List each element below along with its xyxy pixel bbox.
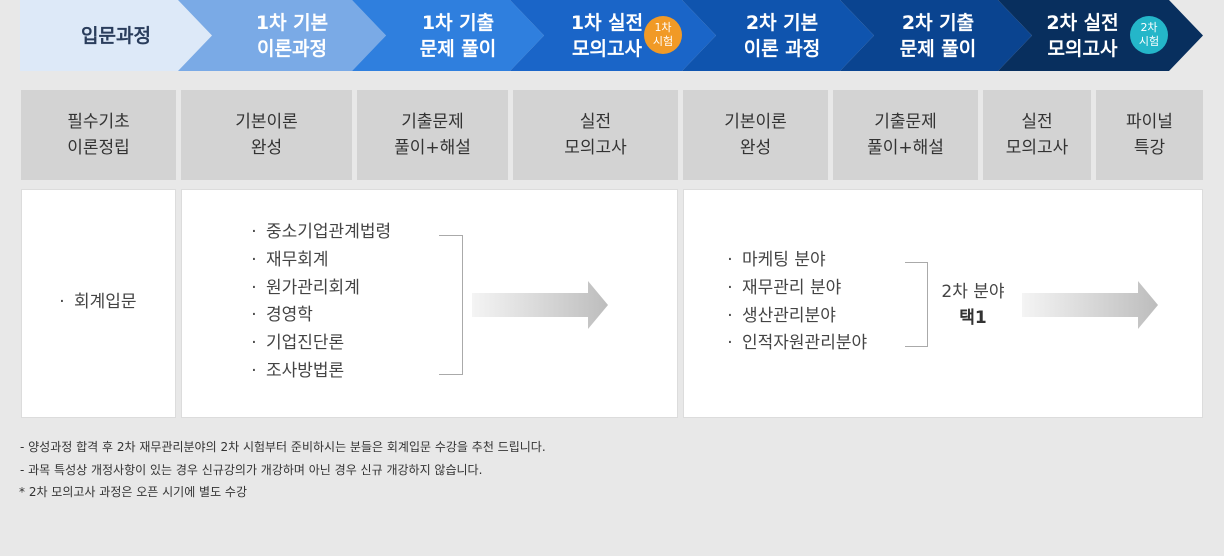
- list-item: 중소기업관계법령: [246, 219, 391, 247]
- list-item: 조사방법론: [246, 358, 391, 386]
- list-item: 마케팅 분야: [722, 247, 867, 275]
- second-field-choice: 2차 분야 택1: [938, 279, 1008, 331]
- list-item: 원가관리회계: [246, 275, 391, 303]
- step-label: 2차 기본 이론 과정: [743, 11, 821, 60]
- step-label: 입문과정: [81, 24, 151, 47]
- list-item: 기업진단론: [246, 330, 391, 358]
- header-1st-mock: 실전 모의고사: [513, 90, 678, 180]
- step-label: 1차 기본 이론과정: [255, 11, 329, 60]
- header-2nd-past-exams: 기출문제 풀이+해설: [833, 90, 978, 180]
- choice-line2: 택1: [959, 308, 987, 328]
- course-step-bar: 입문과정 1차 기본 이론과정 1차 기출 문제 풀이 1차 실전 모의고사 1…: [20, 0, 1203, 71]
- subject-bracket: [905, 262, 928, 347]
- note-line: - 양성과정 합격 후 2차 재무관리분야의 2차 시험부터 준비하시는 분들은…: [20, 440, 546, 454]
- note-line: * 2차 모의고사 과정은 오픈 시기에 별도 수강: [19, 485, 248, 499]
- step-1st-past-exams[interactable]: 1차 기출 문제 풀이: [352, 0, 544, 71]
- list-item: 생산관리분야: [722, 303, 867, 331]
- step-label: 1차 기출 문제 풀이: [419, 11, 497, 60]
- intro-subject-box: 회계입문: [21, 189, 176, 418]
- list-item: 회계입문: [54, 289, 137, 317]
- list-item: 인적자원관리분야: [722, 330, 867, 358]
- step-1st-basic-theory[interactable]: 1차 기본 이론과정: [178, 0, 386, 71]
- second-exam-subject-box: 마케팅 분야 재무관리 분야 생산관리분야 인적자원관리분야 2차 분야 택1: [683, 189, 1203, 418]
- step-2nd-past-exams[interactable]: 2차 기출 문제 풀이: [840, 0, 1032, 71]
- header-1st-theory: 기본이론 완성: [181, 90, 352, 180]
- list-item: 재무회계: [246, 247, 391, 275]
- gradient-arrow-icon: [1022, 281, 1158, 329]
- step-2nd-mock-exam[interactable]: 2차 실전 모의고사 2차 시험: [998, 0, 1203, 71]
- note-line: - 과목 특성상 개정사항이 있는 경우 신규강의가 개강하며 아닌 경우 신규…: [20, 462, 483, 477]
- step-1st-mock-exam[interactable]: 1차 실전 모의고사 1차 시험: [510, 0, 716, 71]
- header-1st-past-exams: 기출문제 풀이+해설: [357, 90, 508, 180]
- stage-headers: 필수기초 이론정립 기본이론 완성 기출문제 풀이+해설 실전 모의고사 기본이…: [0, 90, 1224, 180]
- subject-bracket: [439, 235, 463, 375]
- step-label: 2차 실전 모의고사: [1046, 11, 1119, 60]
- list-item: 재무관리 분야: [722, 275, 867, 303]
- exam-badge-2nd: 2차 시험: [1130, 16, 1168, 54]
- intro-subject-list: 회계입문: [54, 289, 137, 317]
- header-final-lecture: 파이널 특강: [1096, 90, 1203, 180]
- exam-badge-1st: 1차 시험: [644, 16, 682, 54]
- gradient-arrow-icon: [472, 281, 608, 329]
- first-exam-subject-box: 중소기업관계법령 재무회계 원가관리회계 경영학 기업진단론 조사방법론: [181, 189, 678, 418]
- list-item: 경영학: [246, 302, 391, 330]
- first-exam-subject-list: 중소기업관계법령 재무회계 원가관리회계 경영학 기업진단론 조사방법론: [246, 219, 391, 386]
- choice-line1: 2차 분야: [941, 282, 1005, 302]
- header-2nd-mock: 실전 모의고사: [983, 90, 1091, 180]
- header-2nd-theory: 기본이론 완성: [683, 90, 828, 180]
- step-label: 2차 기출 문제 풀이: [899, 11, 977, 60]
- second-exam-subject-list: 마케팅 분야 재무관리 분야 생산관리분야 인적자원관리분야: [722, 247, 867, 358]
- header-basic-foundation: 필수기초 이론정립: [21, 90, 176, 180]
- step-label: 1차 실전 모의고사: [570, 11, 644, 60]
- course-notes: - 양성과정 합격 후 2차 재무관리분야의 2차 시험부터 준비하시는 분들은…: [19, 436, 546, 504]
- step-2nd-basic-theory[interactable]: 2차 기본 이론 과정: [682, 0, 874, 71]
- step-intro[interactable]: 입문과정: [20, 0, 212, 71]
